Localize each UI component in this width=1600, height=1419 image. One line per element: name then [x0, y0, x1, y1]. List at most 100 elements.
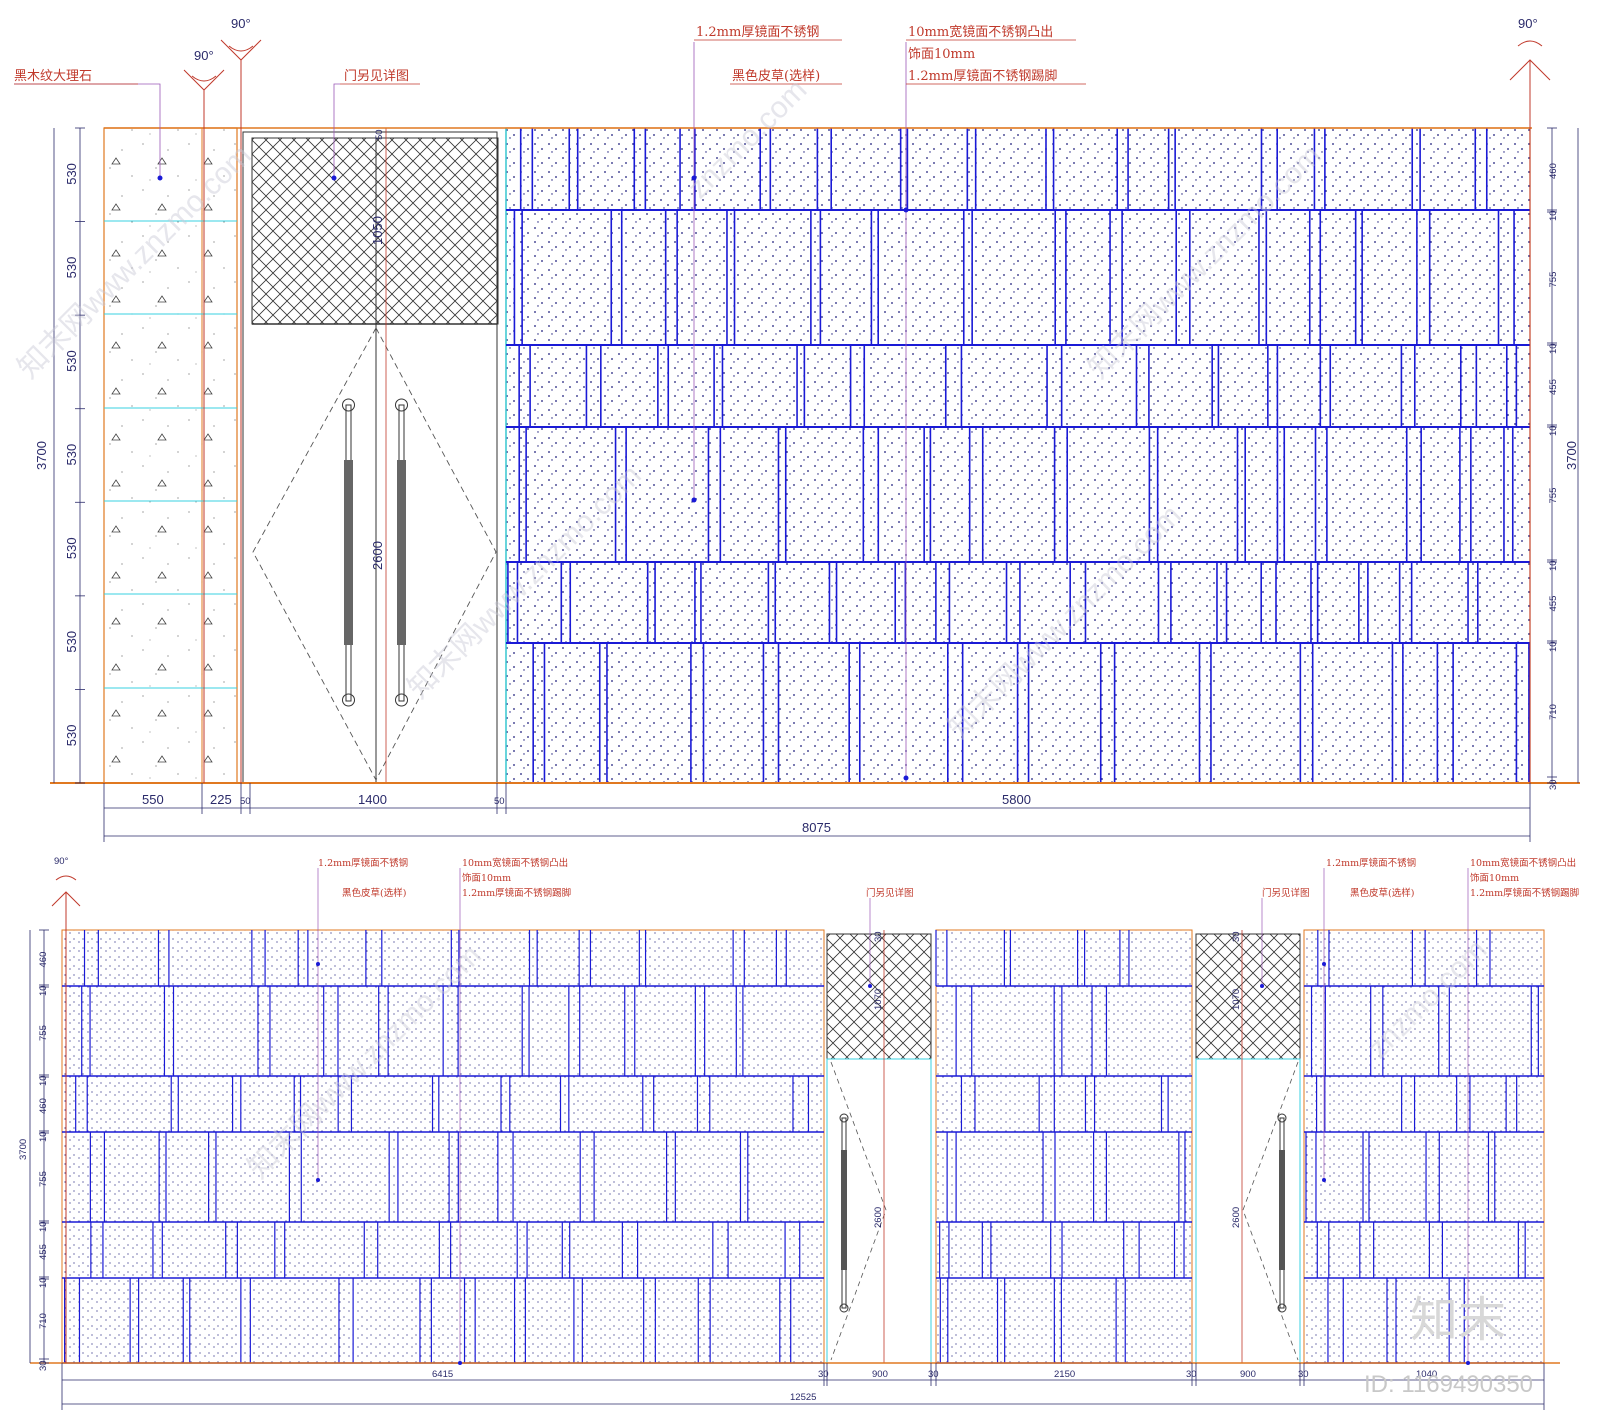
dim-value: 530: [64, 444, 79, 466]
angle-marker-3: [1509, 40, 1551, 783]
dim-value: 530: [64, 631, 79, 653]
label-leather-b: 黑色皮草(选样): [1350, 887, 1414, 899]
label-steel-10-b: 10mm宽镜面不锈钢凸出: [1470, 857, 1576, 869]
label-door-ref: 门另见详图: [344, 69, 409, 84]
bot-dim-900a: 900: [872, 1369, 888, 1380]
dim-value: 455: [38, 1244, 49, 1260]
label-face-10-a: 饰面10mm: [462, 872, 511, 884]
door1-dim-1070: 1070: [873, 989, 884, 1010]
dim-value: 755: [1548, 272, 1559, 288]
bottom-dim-550: 550: [142, 792, 164, 807]
door-swing-lines: [252, 327, 497, 781]
door-handle-right: [395, 398, 408, 707]
bot-dim-30c: 30: [1186, 1369, 1197, 1380]
bottom-elevation: 30 1070 2600 30 1070 2600 90°: [18, 856, 1579, 1410]
top-elevation: 50 1050 2600 90° 90° 90°: [14, 16, 1580, 842]
label-steel-12-a: 1.2mm厚镜面不锈钢: [318, 857, 408, 869]
bottom-dim-50a: 50: [240, 796, 251, 807]
dim-value: 10: [38, 985, 49, 996]
dim-value: 30: [38, 1360, 49, 1371]
dim-value: 755: [38, 1025, 49, 1041]
dim-value: 10: [38, 1131, 49, 1142]
right-dimension-chain: 460 10 755 10 455 10 755 10 455 10 710 30: [1547, 127, 1559, 790]
dim-value: 455: [1548, 379, 1559, 395]
bot-total-dim: 12525: [790, 1392, 816, 1403]
label-steel-10-a: 10mm宽镜面不锈钢凸出: [462, 857, 568, 869]
angle-marker-1: [183, 69, 225, 783]
dim-value: 10: [38, 1277, 49, 1288]
bot-dim-30d: 30: [1298, 1369, 1309, 1380]
label-face-10-b: 饰面10mm: [1470, 872, 1519, 884]
door-dim-50: 50: [374, 129, 385, 140]
door1-handle: [839, 1113, 849, 1313]
bottom-total-dim: 8075: [802, 820, 831, 835]
dim-value: 10: [1548, 560, 1559, 571]
angle-marker-2: [220, 39, 262, 783]
bot-dim-2150: 2150: [1054, 1369, 1075, 1380]
brand-logo: 知末: [1410, 1292, 1506, 1348]
label-steel-12: 1.2mm厚镜面不锈钢: [696, 25, 819, 40]
dim-value: 460: [38, 952, 49, 968]
door2-dim-30: 30: [1231, 931, 1242, 942]
marble-joint-lines: [104, 220, 237, 689]
left-total-dim: 3700: [34, 441, 49, 470]
angle-marker-4: [51, 875, 81, 1363]
door1-dim-30: 30: [873, 931, 884, 942]
door2-dim-2600: 2600: [1231, 1207, 1242, 1228]
dim-value: 10: [1548, 425, 1559, 436]
bot-dim-900b: 900: [1240, 1369, 1256, 1380]
label-steel-12-b: 1.2mm厚镜面不锈钢: [1326, 857, 1416, 869]
angle-label-1: 90°: [194, 48, 214, 63]
dim-value: 755: [38, 1171, 49, 1187]
door2-transom-hatch: [1195, 933, 1301, 1060]
door-dim-2600: 2600: [370, 541, 385, 570]
door-handle-left: [342, 398, 355, 707]
dim-value: 530: [64, 537, 79, 559]
label-door-ref-b: 门另见详图: [1262, 887, 1310, 899]
dim-value: 10: [38, 1075, 49, 1086]
dim-value: 755: [1548, 488, 1559, 504]
bot-dim-30b: 30: [928, 1369, 939, 1380]
bottom-dim-1400: 1400: [358, 792, 387, 807]
dim-value: 10: [38, 1221, 49, 1232]
label-door-ref-a: 门另见详图: [866, 887, 914, 899]
door1-dim-2600: 2600: [873, 1207, 884, 1228]
angle-label-4: 90°: [54, 856, 69, 867]
label-kick-12-b: 1.2mm厚镜面不锈钢踢脚: [1470, 887, 1579, 899]
bot-dim-1040: 1040: [1416, 1369, 1437, 1380]
bot-dim-6415: 6415: [432, 1369, 453, 1380]
dim-value: 10: [1548, 210, 1559, 221]
right-total-dim: 3700: [1564, 441, 1579, 470]
label-leather: 黑色皮草(选样): [732, 68, 820, 84]
door2-handle: [1277, 1113, 1287, 1313]
angle-label-3: 90°: [1518, 16, 1538, 31]
bottom-dim-225: 225: [210, 792, 232, 807]
dim-value: 10: [1548, 343, 1559, 354]
marble-column: [103, 127, 238, 784]
angle-label-2: 90°: [231, 16, 251, 31]
bottom-dim-5800: 5800: [1002, 792, 1031, 807]
dim-value: 10: [1548, 641, 1559, 652]
label-steel-10: 10mm宽镜面不锈钢凸出: [908, 24, 1053, 40]
dim-value: 530: [64, 163, 79, 185]
leather-wall-rows: [506, 128, 1530, 784]
label-face-10: 饰面10mm: [908, 47, 975, 62]
label-leather-a: 黑色皮草(选样): [342, 887, 406, 899]
dim-value: 530: [64, 350, 79, 372]
door-transom-hatch: [251, 137, 499, 325]
leather-wall-bottom-a: [61, 929, 825, 1364]
bot-dim-30a: 30: [818, 1369, 829, 1380]
dim-value: 455: [1548, 596, 1559, 612]
dim-value: 530: [64, 725, 79, 747]
dim-value: 460: [1548, 163, 1559, 179]
dim-value: 710: [1548, 704, 1559, 720]
dim-value: 30: [1548, 779, 1559, 790]
bottom-left-total: 3700: [18, 1139, 29, 1160]
dim-value: 710: [38, 1313, 49, 1329]
label-kick-12-a: 1.2mm厚镜面不锈钢踢脚: [462, 887, 571, 899]
leather-wall-bottom-b: [935, 929, 1193, 1364]
dim-value: 530: [64, 257, 79, 279]
door-dim-1050: 1050: [370, 216, 385, 245]
